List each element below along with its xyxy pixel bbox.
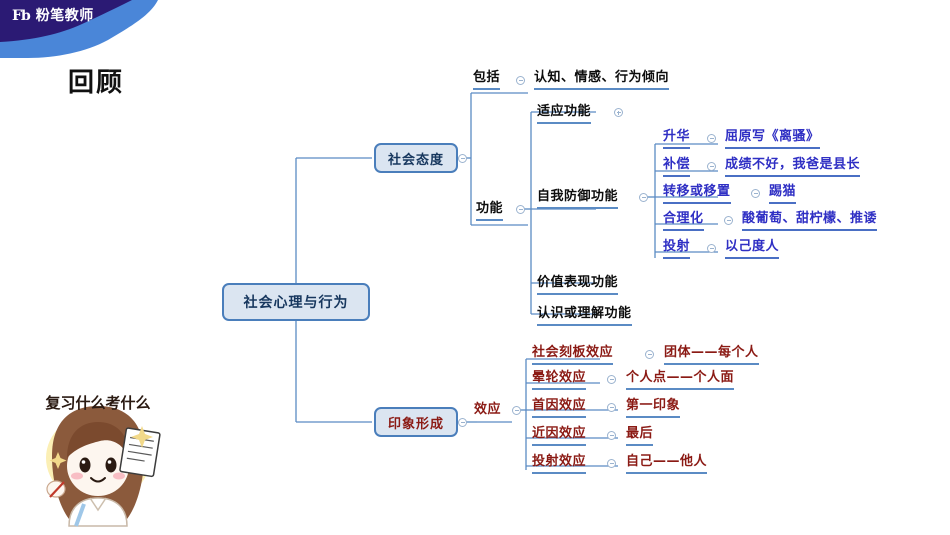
node-label-understanding-function[interactable]: 认识或理解功能 — [537, 307, 632, 326]
collapse-handle-gongneng[interactable] — [516, 205, 525, 214]
expand-handle-adaptive-function[interactable] — [614, 108, 623, 117]
collapse-handle-impression-formation[interactable] — [458, 418, 467, 427]
node-value-projection[interactable]: 以己度人 — [725, 240, 780, 259]
collapse-handle-social-attitude[interactable] — [458, 154, 467, 163]
node-value-rationalization[interactable]: 酸葡萄、甜柠檬、推诿 — [742, 212, 878, 231]
collapse-handle-recency-effect[interactable] — [607, 431, 616, 440]
collapse-handle-rationalization[interactable] — [724, 216, 733, 225]
collapse-handle-sublimation[interactable] — [707, 134, 716, 143]
node-label-primacy-effect[interactable]: 首因效应 — [532, 399, 587, 418]
sticker-caption: 复习什么考什么 — [44, 394, 150, 412]
node-value-baokuo[interactable]: 认知、情感、行为倾向 — [534, 71, 670, 90]
node-label-gongneng[interactable]: 功能 — [476, 202, 504, 221]
collapse-handle-compensation[interactable] — [707, 162, 716, 171]
collapse-handle-xiaoying[interactable] — [512, 406, 521, 415]
node-label-baokuo[interactable]: 包括 — [473, 71, 501, 90]
collapse-handle-baokuo[interactable] — [516, 76, 525, 85]
node-label-value-expression-function[interactable]: 价值表现功能 — [537, 276, 619, 295]
collapse-handle-displacement[interactable] — [751, 189, 760, 198]
node-label-adaptive-function[interactable]: 适应功能 — [537, 105, 592, 124]
collapse-handle-defense-function[interactable] — [639, 193, 648, 202]
node-value-recency-effect[interactable]: 最后 — [626, 427, 654, 446]
node-label-xiaoying[interactable]: 效应 — [474, 402, 502, 417]
node-label-projection[interactable]: 投射 — [663, 240, 691, 259]
node-value-sublimation[interactable]: 屈原写《离骚》 — [725, 130, 820, 149]
node-label-halo-effect[interactable]: 晕轮效应 — [532, 371, 587, 390]
node-value-projection-effect[interactable]: 自己——他人 — [626, 455, 708, 474]
collapse-handle-primacy-effect[interactable] — [607, 403, 616, 412]
mindmap-branch-impression-formation[interactable]: 印象形成 — [374, 407, 458, 437]
collapse-handle-stereotype-effect[interactable] — [645, 350, 654, 359]
node-label-rationalization[interactable]: 合理化 — [663, 212, 704, 231]
collapse-handle-projection-effect[interactable] — [607, 459, 616, 468]
node-label-stereotype-effect[interactable]: 社会刻板效应 — [532, 346, 614, 365]
mindmap-branch-social-attitude[interactable]: 社会态度 — [374, 143, 458, 173]
node-label-defense-function[interactable]: 自我防御功能 — [537, 190, 619, 209]
node-value-primacy-effect[interactable]: 第一印象 — [626, 399, 681, 418]
mindmap-root-node[interactable]: 社会心理与行为 — [222, 283, 370, 321]
node-label-displacement[interactable]: 转移或移置 — [663, 185, 731, 204]
cartoon-girl-icon: 复习什么考什么 — [14, 386, 182, 530]
node-label-projection-effect[interactable]: 投射效应 — [532, 455, 587, 474]
page-title: 回顾 — [68, 68, 125, 98]
node-label-recency-effect[interactable]: 近因效应 — [532, 427, 587, 446]
node-value-displacement[interactable]: 踢猫 — [769, 185, 797, 204]
node-label-sublimation[interactable]: 升华 — [663, 130, 691, 149]
cartoon-sticker: 复习什么考什么 — [14, 386, 182, 530]
node-value-compensation[interactable]: 成绩不好，我爸是县长 — [725, 158, 861, 177]
collapse-handle-projection[interactable] — [707, 244, 716, 253]
node-value-halo-effect[interactable]: 个人点——个人面 — [626, 371, 735, 390]
node-label-compensation[interactable]: 补偿 — [663, 158, 691, 177]
node-value-stereotype-effect[interactable]: 团体——每个人 — [664, 346, 759, 365]
collapse-handle-halo-effect[interactable] — [607, 375, 616, 384]
